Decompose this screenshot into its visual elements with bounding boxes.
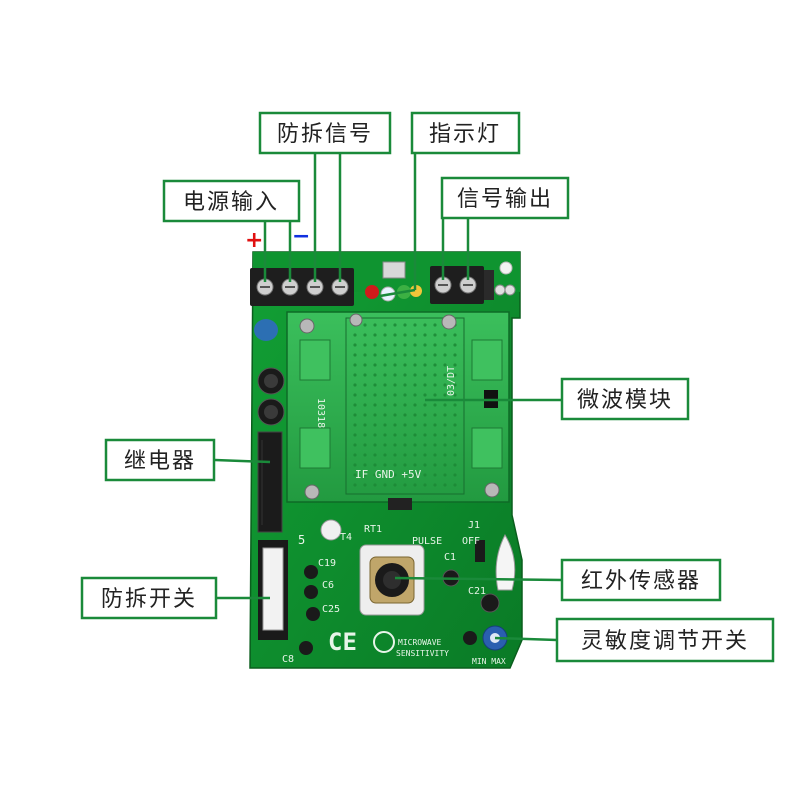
silk-microwave: MICROWAVE: [398, 638, 442, 647]
blue-capacitor: [254, 319, 278, 341]
label-signal-output-text: 信号输出: [457, 187, 553, 212]
tamper-switch-component: [258, 540, 288, 640]
silk-t4: T4: [340, 532, 352, 543]
label-microwave-module: 微波模块: [560, 377, 690, 421]
label-tamper-switch-text: 防拆开关: [101, 587, 197, 612]
silk-c19: C19: [318, 558, 336, 569]
silk-off: OFF: [462, 536, 480, 547]
silk-rt1: RT1: [364, 524, 382, 535]
minus-sign: −: [292, 224, 310, 249]
misc-components: [299, 519, 516, 655]
silk-minmax: MIN MAX: [472, 657, 506, 666]
silk-5: 5: [298, 533, 305, 547]
label-tamper-switch: 防拆开关: [80, 576, 218, 620]
module-pin-label: IF GND +5V: [355, 468, 422, 481]
label-sensitivity-adjust-text: 灵敏度调节开关: [581, 629, 749, 654]
module-code: 10318: [315, 398, 326, 428]
label-indicator-text: 指示灯: [429, 122, 501, 147]
ce-mark: CE: [328, 628, 357, 656]
module-code-2: 03/DT: [446, 366, 457, 396]
label-tamper-signal: 防拆信号: [258, 111, 392, 155]
silkscreen: CE MICROWAVE SENSITIVITY RT1 PULSE OFF J…: [282, 520, 506, 666]
label-microwave-module-text: 微波模块: [577, 388, 673, 413]
label-signal-output: 信号输出: [440, 176, 570, 220]
plus-sign: +: [245, 228, 263, 253]
ir-sensor-component: [359, 544, 425, 616]
label-sensitivity-adjust: 灵敏度调节开关: [555, 617, 775, 663]
relay-component: [257, 431, 283, 533]
label-relay-text: 继电器: [124, 449, 196, 474]
leader-lines: [214, 152, 563, 642]
label-power-input: 电源输入: [162, 179, 301, 223]
label-ir-sensor: 红外传感器: [560, 558, 722, 602]
silk-c6: C6: [322, 580, 334, 591]
silk-c8: C8: [282, 654, 294, 665]
silk-sensitivity: SENSITIVITY: [396, 649, 449, 658]
label-relay: 继电器: [104, 438, 216, 482]
silk-j1: J1: [468, 520, 480, 531]
silk-c25: C25: [322, 604, 340, 615]
electrolytic-capacitors: [257, 367, 285, 426]
label-tamper-signal-text: 防拆信号: [277, 122, 373, 147]
silk-pulse: PULSE: [412, 536, 442, 547]
label-indicator: 指示灯: [410, 111, 521, 155]
silk-c1: C1: [444, 552, 456, 563]
label-power-input-text: 电源输入: [183, 190, 279, 215]
silk-c21: C21: [468, 586, 486, 597]
terminal-block-right: [430, 266, 494, 304]
terminal-block-left: [250, 268, 354, 306]
label-ir-sensor-text: 红外传感器: [581, 569, 701, 594]
microwave-module: IF GND +5V 10318 03/DT: [286, 311, 510, 510]
